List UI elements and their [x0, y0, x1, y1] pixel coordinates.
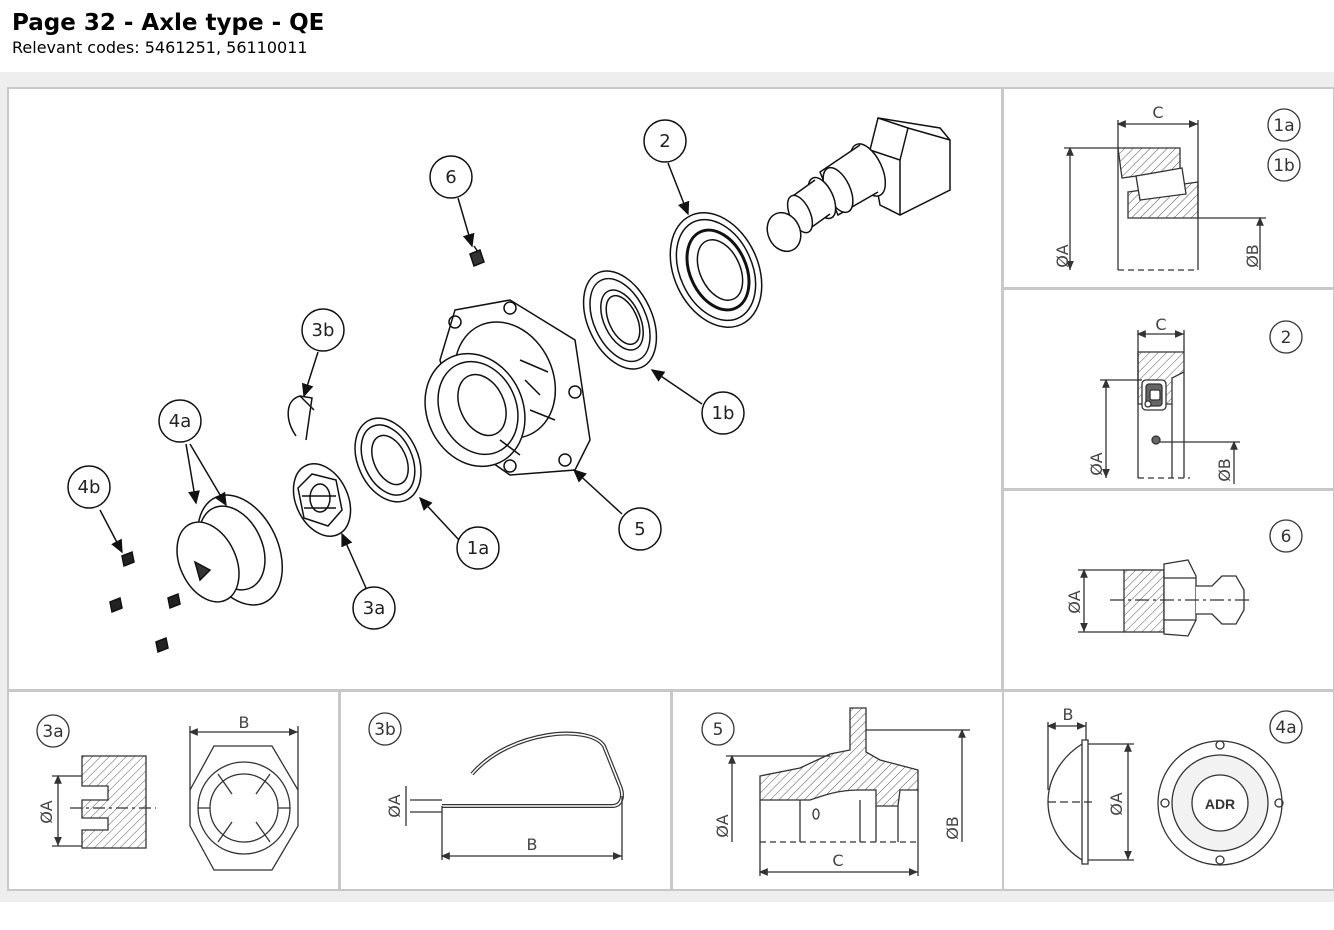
main-callout-labels: 6 2 3b 4a 4b 1b 5 1a 3a — [78, 131, 735, 619]
adr-logo: ADR — [1205, 796, 1235, 812]
nut-detail-text: ØA B 3a — [37, 713, 249, 824]
page-title: Page 32 - Axle type - QE — [12, 10, 325, 36]
callout-label: 2 — [659, 131, 670, 152]
dim-label-a: ØA — [385, 794, 404, 818]
callout-label: 1b — [1273, 156, 1295, 176]
dim-label-a: ØA — [1065, 590, 1084, 614]
callout-1b — [701, 391, 745, 435]
callout-2 — [643, 119, 687, 163]
pin-detail-text: ØA B 3b — [374, 720, 537, 854]
seal-detail — [1100, 320, 1303, 484]
nipple-detail-text: ØA 6 — [1065, 527, 1291, 614]
wheel-hub — [424, 299, 591, 476]
callout-3b — [301, 308, 345, 352]
callout-leaders — [99, 162, 703, 589]
dim-label-b: B — [239, 713, 250, 732]
nut-detail — [36, 714, 299, 871]
callout-5 — [618, 507, 662, 551]
dim-label-c: C — [832, 851, 843, 870]
cap-screws — [109, 550, 181, 654]
callout-label: 5 — [634, 519, 645, 540]
oil-seal — [669, 212, 763, 328]
dim-label-b: ØB — [943, 816, 962, 840]
callout-label: 3a — [363, 598, 385, 619]
callout-3a — [352, 586, 396, 630]
bearing-1a — [354, 417, 422, 503]
callout-6 — [429, 155, 473, 199]
exploded-view — [109, 117, 951, 654]
callout-label: 6 — [445, 167, 456, 188]
dim-label-a: ØA — [37, 800, 56, 824]
callout-label: 4b — [78, 477, 101, 498]
hub-detail-text: ØA ØB C 5 — [713, 720, 962, 870]
castle-nut — [292, 463, 352, 537]
dim-label-c: C — [1155, 315, 1166, 334]
cap-detail-text: B ØA ADR 4a — [1063, 705, 1297, 816]
page-header: Page 32 - Axle type - QE Relevant codes:… — [12, 8, 324, 58]
callout-label: 3b — [374, 720, 396, 740]
dim-label-b: B — [1063, 705, 1074, 724]
callout-label: 6 — [1281, 527, 1292, 547]
pin-detail — [368, 712, 624, 860]
callout-label: 1b — [712, 403, 735, 424]
grease-nipple — [469, 245, 485, 267]
nipple-detail — [1078, 519, 1303, 637]
dim-label-a: ØA — [1087, 452, 1106, 476]
page-subtitle: Relevant codes: 5461251, 56110011 — [12, 38, 308, 57]
dim-label-b: B — [527, 835, 538, 854]
dim-label-b: ØB — [1243, 244, 1262, 268]
callout-4b — [67, 465, 111, 509]
dim-label-c: C — [1152, 103, 1163, 122]
cap-detail — [1046, 710, 1303, 866]
callout-label: 3a — [42, 722, 63, 742]
bearing-detail — [1064, 108, 1301, 271]
dim-label-a: ØA — [1107, 792, 1126, 816]
axle-spindle — [766, 117, 951, 253]
bearing-1b — [582, 270, 658, 370]
hub-detail — [701, 707, 970, 876]
hub-cap — [176, 494, 284, 606]
bearing-detail-text: C ØA ØB 1a 1b — [1053, 103, 1295, 268]
callout-label: 4a — [169, 411, 191, 432]
dim-label-a: ØA — [713, 814, 732, 838]
callout-1a — [456, 526, 500, 570]
dim-label-a: ØA — [1053, 244, 1072, 268]
callout-label: 1a — [467, 538, 489, 559]
callout-label: 2 — [1281, 328, 1292, 348]
callout-label: 3b — [312, 320, 335, 341]
callout-4a — [158, 399, 202, 443]
callout-label: 4a — [1275, 718, 1296, 738]
split-pin — [287, 395, 315, 441]
dim-label-b: ØB — [1215, 458, 1234, 482]
seal-detail-text: C ØA ØB 2 — [1087, 315, 1291, 482]
callout-label: 5 — [713, 720, 724, 740]
main-callouts — [67, 119, 745, 630]
callout-label: 1a — [1273, 116, 1294, 136]
